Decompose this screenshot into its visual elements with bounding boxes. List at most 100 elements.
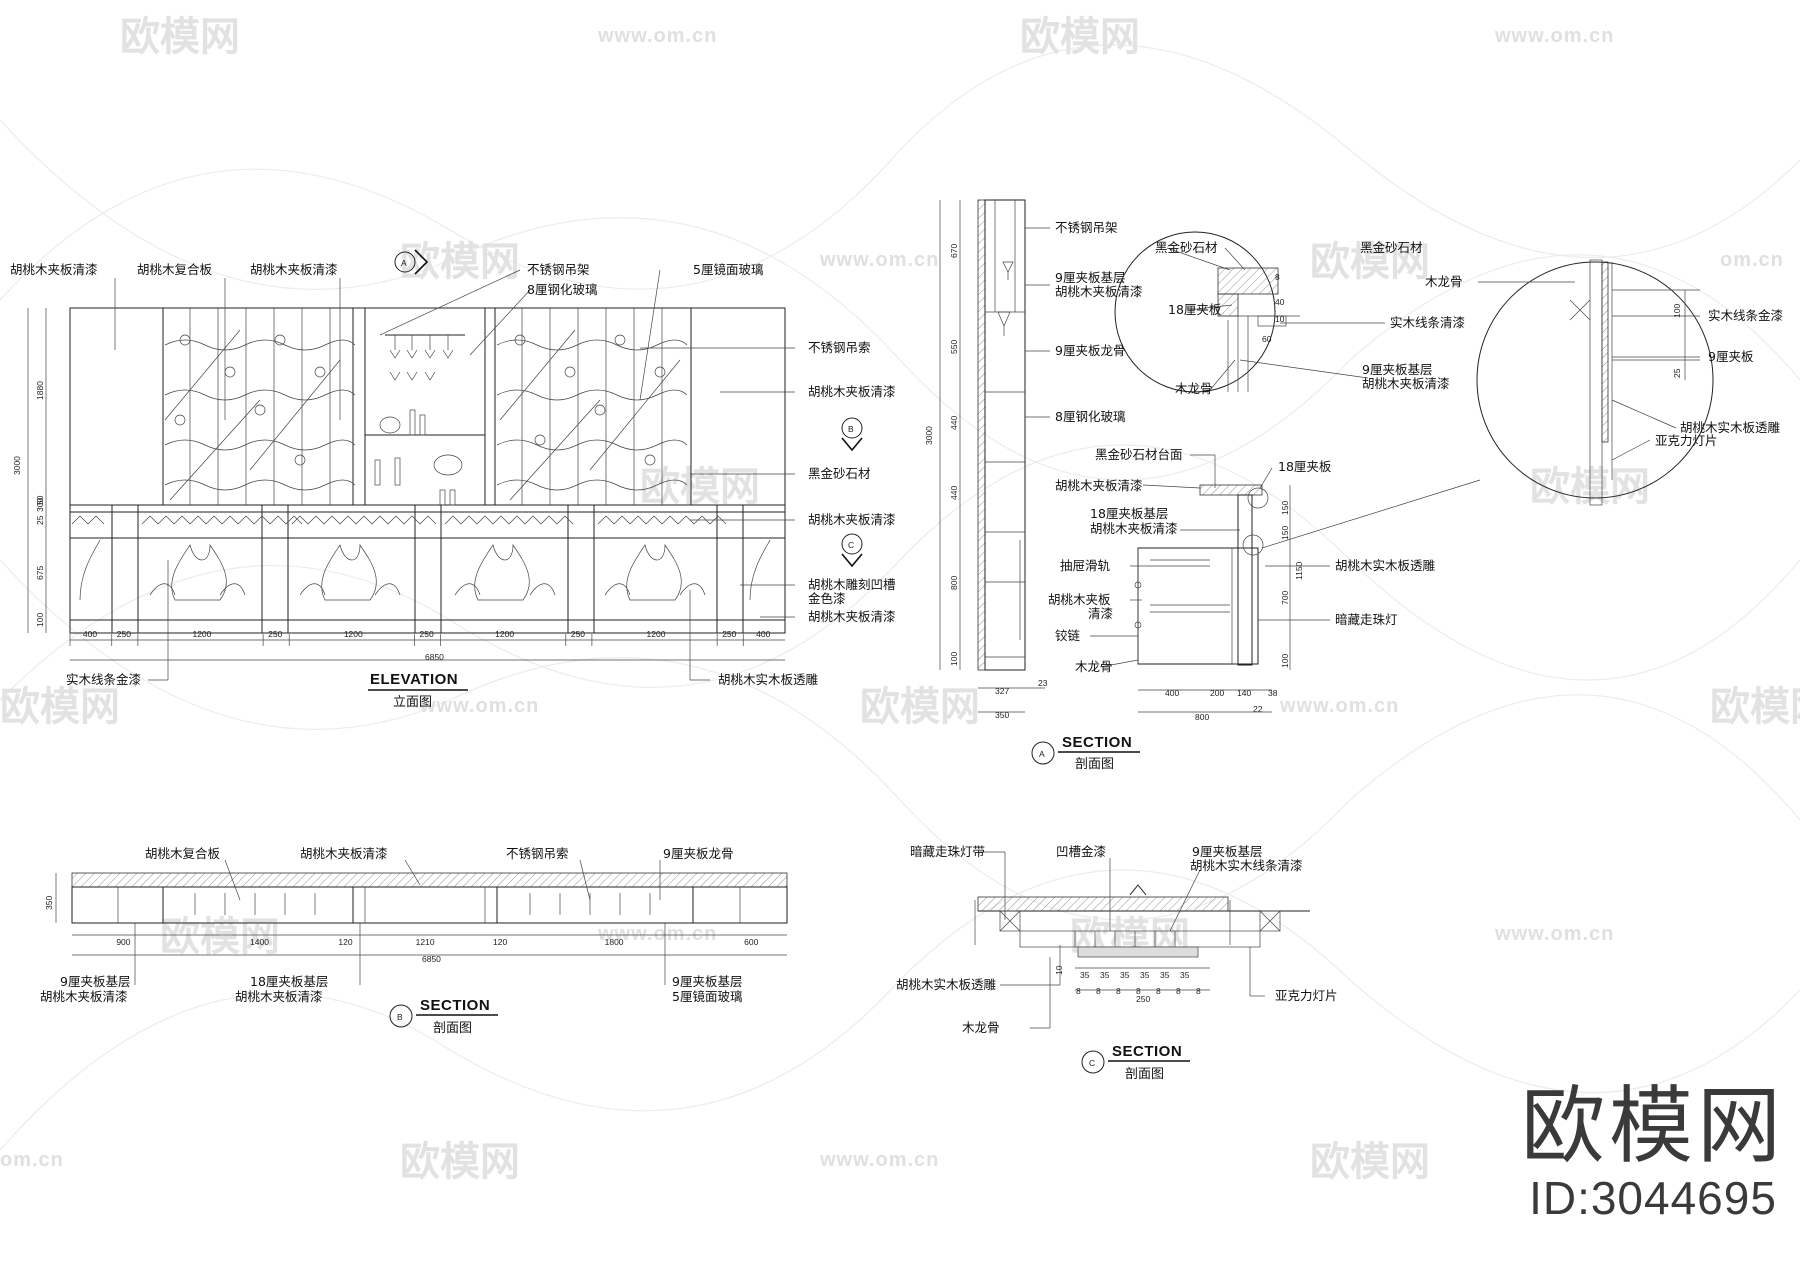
watermark-url: www.om.cn (1494, 25, 1614, 47)
label-9mm-ply-base: 9厘夹板基层 (1055, 270, 1125, 285)
dim-label: 600 (744, 937, 758, 947)
watermark-logo: 欧模网 (1020, 14, 1140, 60)
label-detail-18mm-ply: 18厘夹板 (1168, 302, 1222, 317)
dim-label: 670 (949, 244, 959, 258)
section-a-subtitle: 剖面图 (1075, 757, 1114, 772)
watermark-url: www.om.cn (1279, 695, 1399, 717)
svg-text:23: 23 (1038, 678, 1048, 688)
watermark-layer: 欧模网 欧模网 欧模网 欧模网 欧模网 欧模网 欧模网 欧模网 欧模网 欧模网 … (0, 14, 1800, 1185)
brand-badge: 欧模网 ID:3044695 (1518, 1080, 1788, 1224)
label-steel-cable: 不锈钢吊索 (506, 846, 569, 861)
label-acrylic-panel: 亚克力灯片 (1275, 988, 1338, 1003)
dim-label: 8 (1156, 986, 1161, 996)
section-b-title: SECTION (420, 997, 490, 1014)
label-9mm-base: 9厘夹板基层 (60, 974, 130, 989)
dim-height: 3000 (924, 426, 934, 445)
dim-label: 250 (420, 629, 434, 639)
watermark-url: om.cn (1720, 249, 1784, 271)
svg-text:200: 200 (1210, 688, 1224, 698)
dim-label: 35 (1160, 970, 1170, 980)
dim-height: 3000 (12, 456, 22, 475)
label-walnut-veneer-r6: 胡桃木夹板清漆 (808, 609, 896, 624)
label-walnut-veneer-lacquer-2: 胡桃木夹板清漆 (250, 262, 338, 277)
watermark-logo: 欧模网 (1710, 684, 1800, 730)
label-walnut-veneer-r2: 胡桃木夹板清漆 (808, 384, 896, 399)
label-detail-acrylic: 亚克力灯片 (1655, 433, 1718, 448)
brand-id: ID:3044695 (1529, 1172, 1777, 1224)
dim-label: 8 (1176, 986, 1181, 996)
label-detail-stone-2: 黑金砂石材 (1360, 240, 1423, 255)
dim-label: 35 (1180, 970, 1190, 980)
label-9mm-base-2: 9厘夹板基层 (672, 974, 742, 989)
svg-text:40: 40 (1275, 297, 1285, 307)
dim-label: 300 (35, 498, 45, 512)
dim-label: 1150 (1294, 561, 1304, 580)
svg-text:25: 25 (1672, 368, 1682, 378)
dim-label: 250 (117, 629, 131, 639)
dim-label: 35 (1080, 970, 1090, 980)
watermark-logo: 欧模网 (860, 684, 980, 730)
section-b-subtitle: 剖面图 (433, 1021, 472, 1036)
section-marker-c: C (841, 533, 863, 568)
svg-text:C: C (848, 540, 854, 550)
label-hidden-light-strip: 暗藏走珠灯带 (910, 844, 985, 859)
dim-label: 35 (1100, 970, 1110, 980)
svg-text:327: 327 (995, 686, 1009, 696)
svg-text:B: B (397, 1012, 403, 1022)
label-tempered-glass: 8厘钢化玻璃 (527, 282, 597, 297)
watermark-logo: 欧模网 (1310, 1139, 1430, 1185)
svg-text:400: 400 (1165, 688, 1179, 698)
label-walnut-veneer: 胡桃木夹板清漆 (1055, 284, 1143, 299)
watermark-logo: 欧模网 (120, 14, 240, 60)
label-walnut-fretwork: 胡桃木实木板透雕 (896, 977, 997, 992)
dim-label: 1200 (192, 629, 211, 639)
label-detail-wood-keel: 木龙骨 (1175, 381, 1213, 396)
label-detail-solid-wood-lacquer: 实木线条清漆 (1390, 315, 1465, 330)
dim-label: 8 (1096, 986, 1101, 996)
label-9mm-ply-frame: 9厘夹板龙骨 (1055, 343, 1125, 358)
elevation-title: ELEVATION (370, 671, 458, 688)
label-detail-stone: 黑金砂石材 (1155, 240, 1218, 255)
label-detail-9mm-base: 9厘夹板基层 (1362, 362, 1432, 377)
label-walnut-veneer-3: 胡桃木夹板清漆 (235, 989, 323, 1004)
label-walnut-composite: 胡桃木复合板 (145, 846, 221, 861)
label-hidden-ball-light: 暗藏走珠灯 (1335, 612, 1398, 627)
label-9mm-base: 9厘夹板基层 (1192, 844, 1262, 859)
watermark-logo: 欧模网 (1310, 239, 1430, 285)
watermark-logo: 欧模网 (160, 914, 280, 960)
dim-label: 1400 (250, 937, 269, 947)
label-drawer-slide: 抽屉滑轨 (1060, 558, 1111, 573)
svg-text:350: 350 (44, 896, 54, 910)
label-detail-9mm-ply: 9厘夹板 (1708, 349, 1754, 364)
label-walnut-veneer-r4: 胡桃木夹板清漆 (808, 512, 896, 527)
dim-label: 100 (1280, 654, 1290, 668)
section-c-title: SECTION (1112, 1043, 1182, 1060)
svg-text:6850: 6850 (422, 954, 441, 964)
dim-label: 550 (949, 340, 959, 354)
dim-label: 400 (756, 629, 770, 639)
dim-label: 1210 (416, 937, 435, 947)
label-carved-groove: 胡桃木雕刻凹槽 (808, 577, 896, 592)
label-wood-keel: 木龙骨 (1075, 659, 1113, 674)
svg-text:22: 22 (1253, 704, 1263, 714)
dim-label: 8 (1076, 986, 1081, 996)
watermark-url: www.om.cn (819, 249, 939, 271)
svg-text:B: B (848, 424, 854, 434)
label-detail-wood-keel-2: 木龙骨 (1425, 274, 1463, 289)
label-walnut-fretwork: 胡桃木实木板透雕 (718, 672, 819, 687)
label-steel-hanger: 不锈钢吊架 (1055, 220, 1118, 235)
brand-logo: 欧模网 (1520, 1077, 1785, 1175)
svg-text:800: 800 (1195, 712, 1209, 722)
section-c-marker: C (1081, 1050, 1105, 1074)
dim-label: 440 (949, 416, 959, 430)
dim-label: 100 (35, 613, 45, 627)
dim-label: 8 (1116, 986, 1121, 996)
watermark-url: www.om.cn (597, 25, 717, 47)
dim-label: 440 (949, 486, 959, 500)
svg-text:350: 350 (995, 710, 1009, 720)
section-marker-a: A (394, 249, 429, 275)
svg-text:100: 100 (1672, 304, 1682, 318)
watermark-url: www.om.cn (597, 923, 717, 945)
